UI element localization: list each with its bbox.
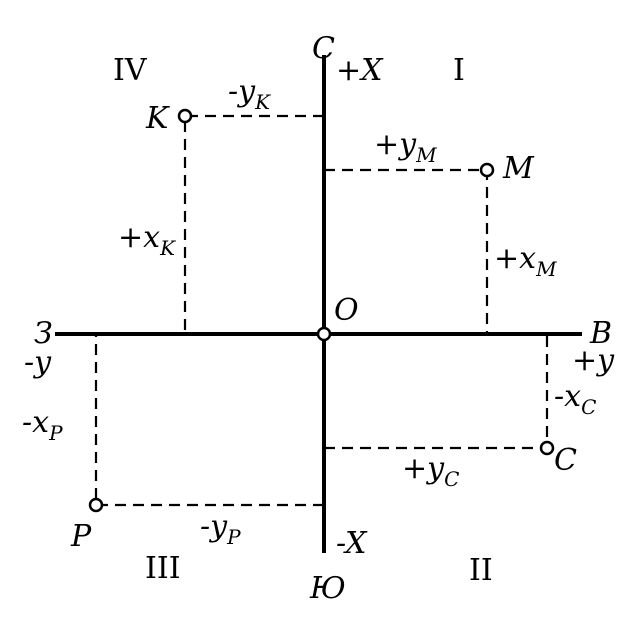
origin-point: [316, 326, 332, 342]
plus-y-label: +y: [572, 343, 615, 378]
point-C-label: C: [554, 443, 577, 478]
point-C-x-coordinate: -xC: [554, 379, 596, 419]
west-label: З: [34, 316, 53, 351]
point-C-projection: [324, 334, 549, 450]
point-K-label: K: [145, 101, 170, 136]
point-M-label: M: [502, 151, 535, 186]
point-P-projection: [94, 334, 324, 507]
point-P: [88, 497, 104, 513]
origin-label: O: [334, 293, 359, 328]
south-label: Ю: [309, 571, 346, 606]
minus-x-label: -X: [336, 526, 368, 561]
point-K-projection: [183, 114, 324, 334]
point-C: [539, 440, 555, 456]
quadrant-III-label: III: [145, 551, 181, 586]
point-M: [479, 162, 495, 178]
north-label: С: [312, 31, 335, 66]
point-P-x-coordinate: -xP: [22, 405, 63, 445]
point-P-label: P: [70, 519, 92, 554]
plus-x-label: +X: [336, 53, 384, 88]
quadrant-IV-label: IV: [113, 53, 148, 88]
minus-y-label: -y: [24, 345, 52, 380]
point-M-y-coordinate: +yM: [374, 127, 437, 167]
point-C-y-coordinate: +yC: [402, 451, 459, 491]
point-K-x-coordinate: +xK: [118, 220, 176, 260]
quadrant-I-label: I: [453, 53, 465, 88]
point-P-y-coordinate: -yP: [200, 509, 241, 549]
point-M-x-coordinate: +xM: [494, 241, 557, 281]
point-K-y-coordinate: -yK: [228, 74, 271, 114]
point-K: [177, 108, 193, 124]
quadrant-II-label: II: [469, 553, 493, 588]
east-label: В: [589, 316, 612, 351]
